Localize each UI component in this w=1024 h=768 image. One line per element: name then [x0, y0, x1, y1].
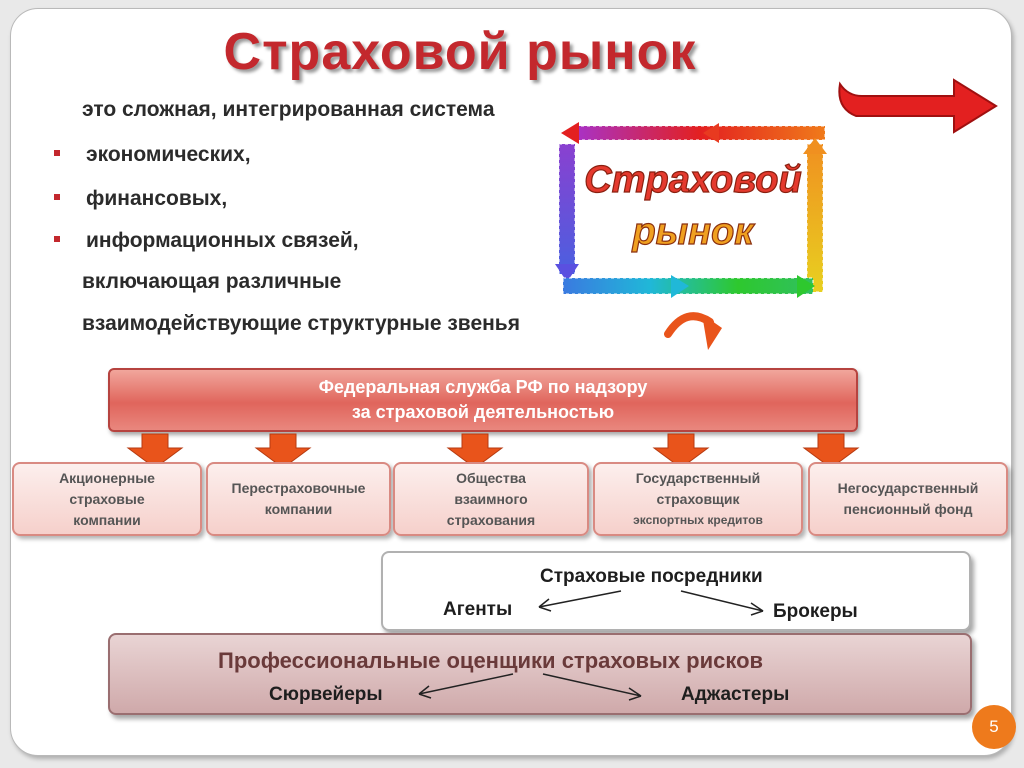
bullet-text: экономических,	[86, 143, 251, 166]
bullet-marker	[54, 194, 60, 201]
logo-line-1: Страховой	[584, 159, 801, 201]
org-line: компании	[73, 511, 141, 528]
bullet-marker	[54, 150, 60, 157]
org-box-joint-stock: Акционерные страховые компании	[12, 462, 202, 536]
bullet-item: финансовых,	[54, 187, 227, 211]
bullet-text: информационных связей,	[86, 229, 359, 252]
body-line: включающая различные	[82, 270, 342, 293]
assessors-arrows	[418, 673, 642, 701]
assessors-title: Профессиональные оценщики страховых риск…	[218, 648, 764, 673]
org-line: Государственный	[635, 469, 761, 486]
org-line: Акционерные	[59, 469, 155, 486]
next-arrow-icon[interactable]	[834, 78, 1004, 138]
org-line: компании	[264, 501, 333, 517]
logo-line-2: рынок	[631, 211, 755, 253]
org-line: страховщик	[656, 490, 740, 507]
org-line-small: экспортных кредитов	[633, 512, 763, 527]
org-line: страховые	[69, 490, 145, 507]
org-line: Перестраховочные	[231, 480, 366, 496]
bullet-text: финансовых,	[86, 187, 228, 210]
body-line: взаимодействующие структурные звенья	[82, 312, 520, 335]
bullet-item: экономических,	[54, 143, 251, 167]
bullet-item: информационных связей,	[54, 229, 359, 253]
org-line: Общества	[456, 469, 526, 486]
brokers-label: Брокеры	[773, 601, 858, 622]
surveyors-label: Сюрвейеры	[269, 684, 383, 705]
assessors-box	[108, 633, 972, 715]
rainbow-cycle-graphic: Страховой рынок	[555, 122, 827, 298]
intermediaries-title: Страховые посредники	[540, 566, 763, 587]
regulator-line-1: Федеральная служба РФ по надзору	[318, 377, 648, 397]
bullet-marker	[54, 236, 60, 243]
curved-arrow-icon	[664, 312, 722, 350]
org-line: страхования	[446, 511, 536, 528]
adjusters-label: Аджастеры	[681, 684, 790, 705]
slide-title: Страховой рынок	[223, 23, 697, 81]
down-arrows	[126, 433, 860, 469]
page-number-badge: 5	[972, 705, 1016, 749]
regulator-line-2: за страховой деятельностью	[351, 402, 615, 422]
regulator-box: Федеральная служба РФ по надзору за стра…	[108, 368, 858, 432]
org-box-mutual: Общества взаимного страхования	[393, 462, 589, 536]
intermediaries-arrows	[538, 590, 764, 616]
org-line: взаимного	[454, 490, 528, 507]
intermediaries-box	[381, 551, 971, 631]
intro-text: это сложная, интегрированная система	[82, 98, 495, 121]
org-box-state-export: Государственный страховщик экспортных кр…	[593, 462, 803, 536]
org-box-pension-fund: Негосударственный пенсионный фонд	[808, 462, 1008, 536]
org-box-reinsurance: Перестраховочные компании	[206, 462, 391, 536]
org-line: Негосударственный	[837, 480, 979, 496]
org-line: пенсионный фонд	[843, 501, 973, 517]
agents-label: Агенты	[443, 599, 513, 620]
